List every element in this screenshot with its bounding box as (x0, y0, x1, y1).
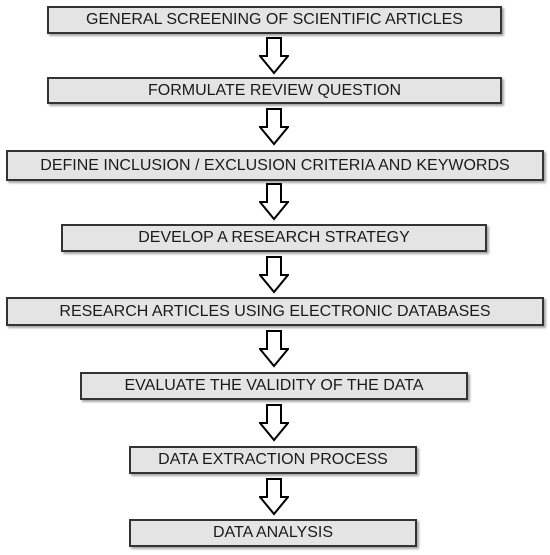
down-arrow-icon (259, 108, 289, 146)
flow-step-3: DEFINE INCLUSION / EXCLUSION CRITERIA AN… (6, 150, 544, 181)
down-arrow-icon (259, 183, 289, 221)
flow-step-6: EVALUATE THE VALIDITY OF THE DATA (80, 372, 468, 400)
down-arrow-icon (259, 37, 289, 75)
down-arrow-icon (259, 330, 289, 368)
down-arrow-icon (259, 478, 289, 516)
down-arrow-icon (259, 256, 289, 294)
flow-step-8: DATA ANALYSIS (129, 519, 417, 547)
down-arrow-icon (259, 404, 289, 442)
flow-step-7: DATA EXTRACTION PROCESS (129, 446, 417, 474)
flow-step-5: RESEARCH ARTICLES USING ELECTRONIC DATAB… (6, 297, 544, 326)
flow-step-2: FORMULATE REVIEW QUESTION (47, 77, 502, 104)
flow-step-4: DEVELOP A RESEARCH STRATEGY (61, 224, 487, 252)
flow-step-1: GENERAL SCREENING OF SCIENTIFIC ARTICLES (47, 6, 502, 34)
